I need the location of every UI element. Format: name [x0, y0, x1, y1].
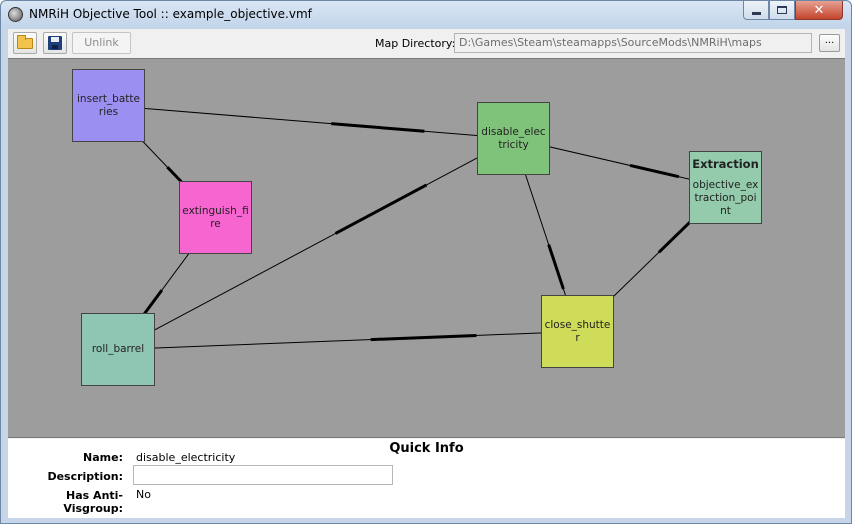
quick-info-panel: Quick Info Name: disable_electricity Des…: [8, 439, 845, 518]
unlink-button[interactable]: Unlink: [72, 32, 131, 54]
link-arrow-insert_batteries-disable_electricity: [331, 122, 425, 133]
quick-info-heading: Quick Info: [389, 441, 464, 456]
node-label: extinguish_fire: [182, 204, 249, 230]
node-label: objective_extraction_point: [692, 178, 759, 217]
node-label: disable_electricity: [481, 125, 546, 151]
map-directory-label: Map Directory:: [375, 37, 456, 50]
link-arrow-roll_barrel-disable_electricity: [334, 183, 428, 235]
close-icon: ✕: [813, 2, 825, 18]
link-arrow-roll_barrel-close_shutter: [370, 333, 477, 342]
maximize-button[interactable]: [769, 1, 795, 20]
objective-graph-canvas[interactable]: insert_batteries extinguish_fire roll_ba…: [8, 58, 845, 438]
node-label: insert_batteries: [77, 92, 140, 118]
window-title: NMRiH Objective Tool :: example_objectiv…: [29, 7, 312, 21]
description-field[interactable]: [133, 465, 393, 485]
minimize-button[interactable]: [743, 1, 769, 20]
anti-visgroup-label: Has Anti-Visgroup:: [63, 489, 123, 515]
node-title: Extraction: [692, 156, 759, 171]
minimize-icon: [751, 11, 761, 15]
title-bar[interactable]: NMRiH Objective Tool :: example_objectiv…: [1, 1, 851, 28]
client-area: Unlink Map Directory: D:\Games\Steam\ste…: [8, 29, 845, 518]
close-button[interactable]: ✕: [795, 1, 843, 20]
link-arrow-disable_electricity-close_shutter: [547, 244, 565, 290]
open-file-button[interactable]: [13, 32, 37, 54]
link-roll_barrel-close_shutter: [117, 331, 578, 350]
node-insert-batteries[interactable]: insert_batteries: [72, 69, 145, 142]
app-icon: [8, 7, 23, 22]
name-label: Name:: [83, 451, 123, 464]
anti-visgroup-value: No: [136, 488, 151, 501]
link-arrow-disable_electricity-objective_extraction_point: [629, 163, 680, 179]
browse-button[interactable]: ...: [819, 34, 840, 52]
link-arrow-close_shutter-objective_extraction_point: [657, 218, 694, 254]
map-directory-field[interactable]: D:\Games\Steam\steamapps\SourceMods\NMRi…: [454, 33, 812, 53]
save-file-button[interactable]: [43, 32, 67, 54]
node-label: close_shutter: [544, 318, 611, 344]
floppy-disk-icon: [48, 36, 62, 50]
name-value: disable_electricity: [136, 451, 236, 464]
node-roll-barrel[interactable]: roll_barrel: [81, 313, 155, 386]
node-close-shutter[interactable]: close_shutter: [541, 295, 614, 368]
folder-open-icon: [17, 34, 33, 49]
description-label: Description:: [47, 470, 123, 483]
toolbar: Unlink Map Directory: D:\Games\Steam\ste…: [8, 29, 845, 57]
node-label: roll_barrel: [91, 343, 145, 355]
maximize-icon: [777, 6, 787, 14]
link-insert_batteries-disable_electricity: [108, 105, 514, 139]
node-objective-extraction-point[interactable]: Extraction objective_extraction_point: [689, 151, 762, 224]
node-disable-electricity[interactable]: disable_electricity: [477, 102, 550, 175]
node-extinguish-fire[interactable]: extinguish_fire: [179, 181, 252, 254]
link-roll_barrel-disable_electricity: [117, 138, 514, 350]
